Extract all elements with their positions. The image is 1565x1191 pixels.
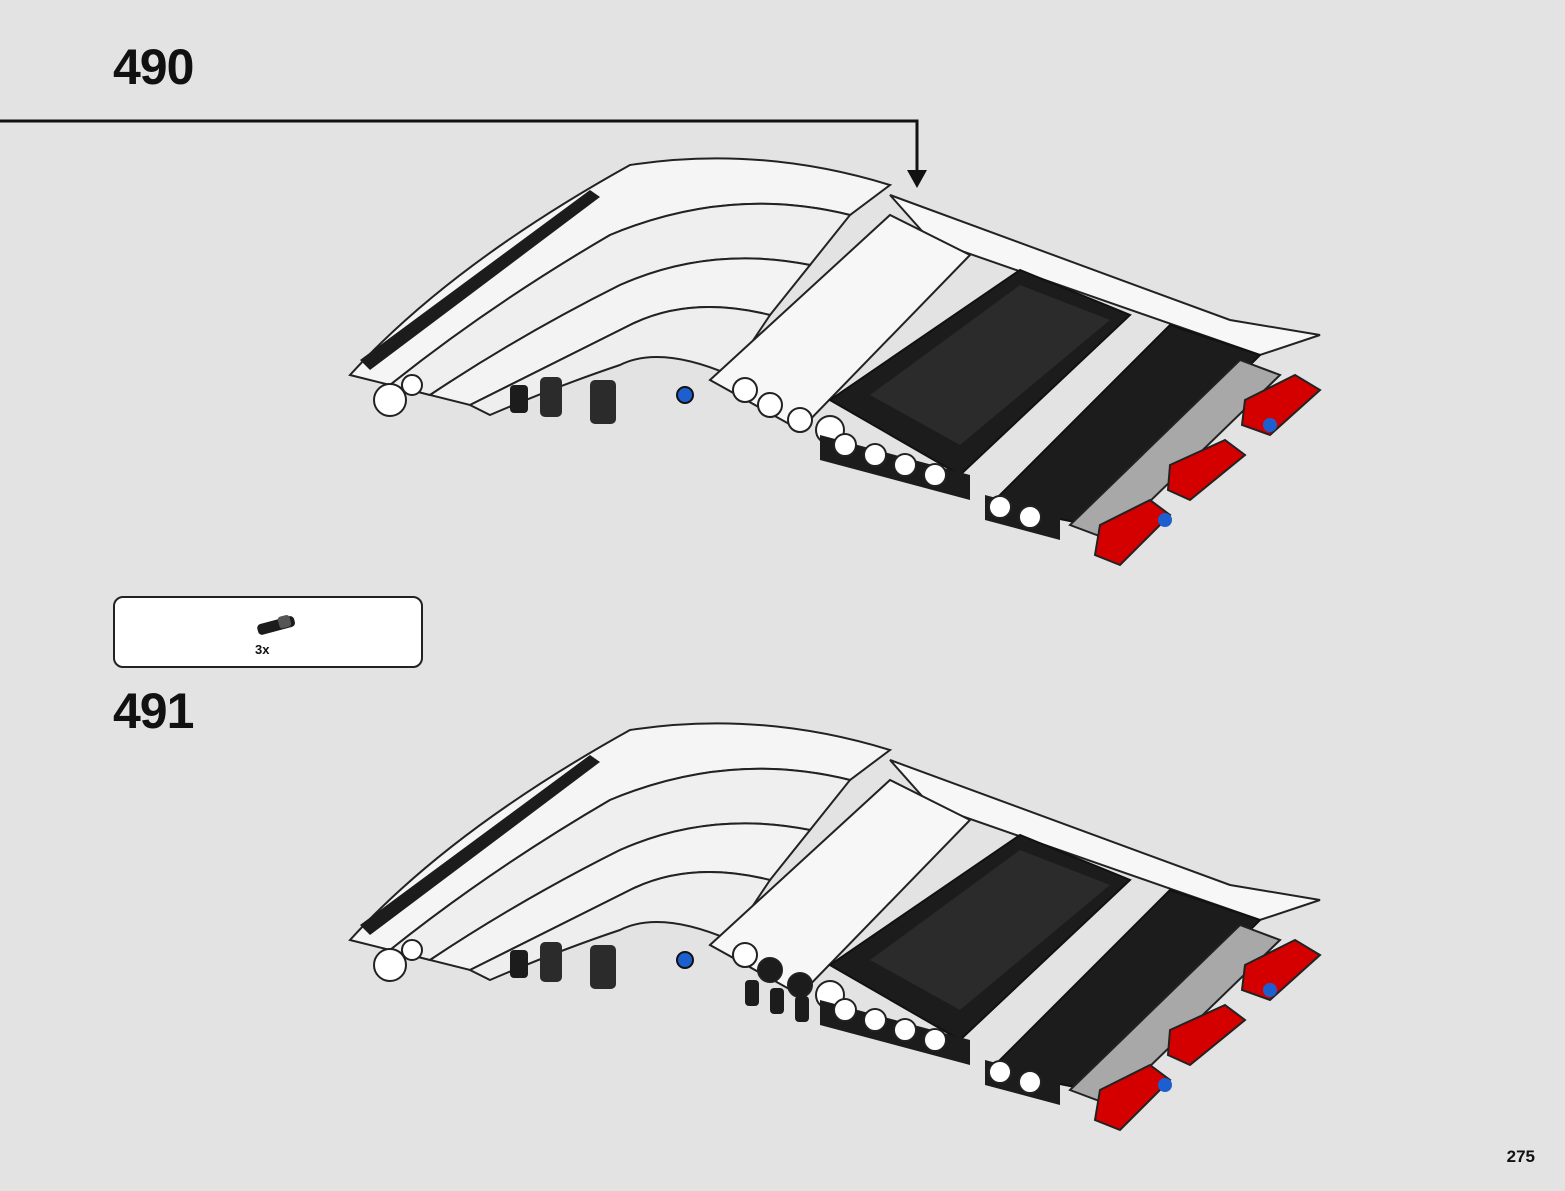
page-number: 275 (1506, 1147, 1535, 1166)
white-beams (708, 759, 1321, 1010)
wing-curved-panels (348, 157, 893, 417)
wing-curved-panels (348, 722, 893, 982)
part-quantity: 3x (255, 642, 270, 657)
parts-callout-box: 3x (113, 596, 423, 668)
pins-and-connectors (373, 939, 809, 1022)
red-connectors (1093, 938, 1322, 1132)
black-technic-pin-icon (257, 615, 296, 635)
step-490-model-illustration (348, 157, 1322, 567)
step-491-number: 491 (113, 683, 194, 739)
gray-beam (1068, 358, 1282, 542)
placement-arrow (0, 119, 927, 188)
black-panel (820, 833, 1262, 1105)
black-panel (820, 268, 1262, 540)
gray-beam (1068, 923, 1282, 1107)
pins-and-connectors (373, 374, 694, 424)
step-490-number: 490 (113, 39, 194, 95)
step-491-model-illustration (348, 722, 1322, 1132)
red-connectors (1093, 373, 1322, 567)
white-beams (708, 194, 1321, 445)
